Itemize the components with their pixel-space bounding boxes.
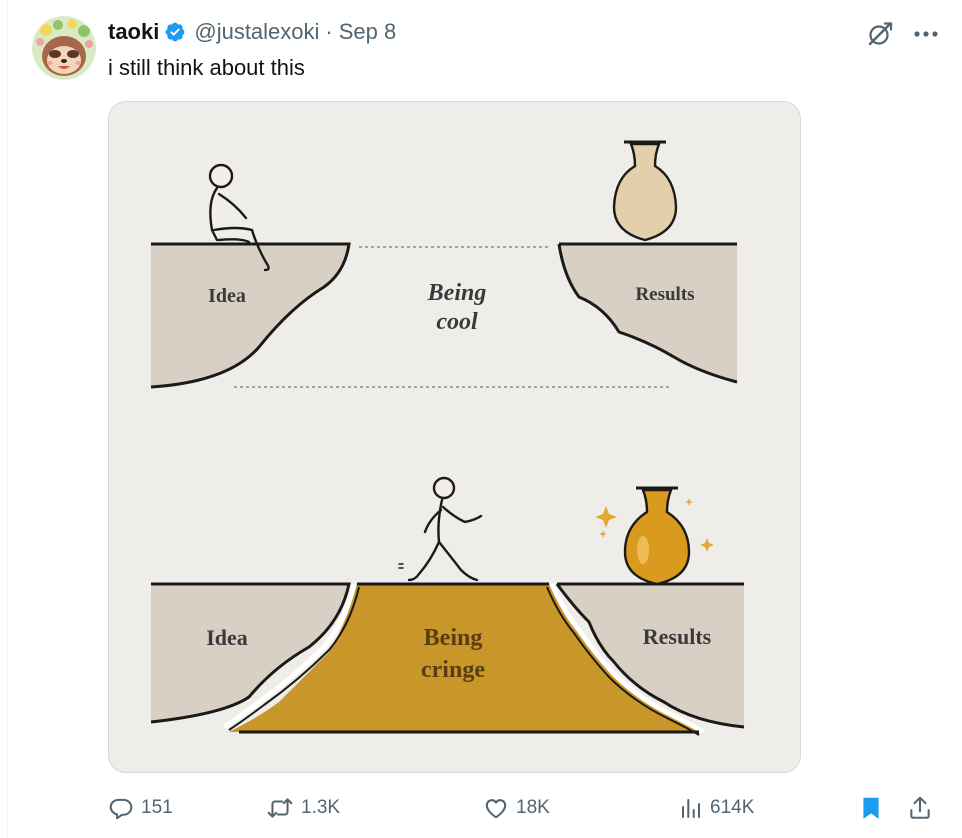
plain-vase (612, 140, 678, 242)
repost-icon (266, 795, 294, 821)
like-button[interactable]: 18K (483, 790, 550, 826)
avatar-image (32, 16, 96, 80)
reply-button[interactable]: 151 (108, 790, 173, 826)
top-idea-label: Idea (208, 285, 246, 307)
tweet-header: taoki @justalexoki · Sep 8 (108, 17, 396, 47)
tweet-actions: 151 1.3K 18K (108, 790, 948, 826)
golden-vase (595, 486, 714, 586)
bottom-middle-label-2: cringe (421, 657, 485, 683)
views-icon (679, 796, 703, 820)
repost-button[interactable]: 1.3K (266, 790, 340, 826)
walking-figure (398, 476, 483, 582)
heart-icon (483, 795, 509, 821)
bottom-results-label: Results (643, 624, 712, 649)
avatar[interactable] (32, 16, 96, 80)
views-button[interactable]: 614K (679, 790, 754, 826)
more-icon[interactable] (912, 20, 940, 48)
bookmark-icon (859, 795, 883, 821)
display-name[interactable]: taoki (108, 19, 160, 44)
grok-icon[interactable] (866, 20, 894, 48)
tweet-date[interactable]: Sep 8 (338, 19, 397, 44)
sitting-figure (208, 163, 270, 272)
author-handle[interactable]: @justalexoki (194, 19, 320, 44)
bottom-idea-label: Idea (206, 625, 248, 650)
bottom-middle-label-1: Being (424, 625, 483, 651)
bottom-panel: Idea Being cringe Results (150, 476, 745, 736)
like-count: 18K (516, 797, 550, 818)
illustration: Idea Being cool Results (109, 102, 800, 772)
timeline-border (7, 0, 8, 838)
top-panel: Idea Being cool Results (150, 140, 738, 389)
bookmark-button[interactable] (859, 790, 883, 826)
tweet-text: i still think about this (108, 55, 305, 80)
share-button[interactable] (908, 790, 932, 826)
tweet-top-actions (866, 20, 940, 48)
separator-dot: · (325, 19, 333, 44)
repost-count: 1.3K (301, 797, 341, 818)
tweet-image[interactable]: Idea Being cool Results (108, 101, 801, 773)
top-middle-label-1: Being (427, 280, 487, 306)
reply-count: 151 (141, 797, 173, 818)
top-middle-label-2: cool (436, 309, 478, 335)
views-count: 614K (710, 797, 755, 818)
top-results-label: Results (635, 284, 694, 305)
share-icon (908, 795, 932, 821)
reply-icon (108, 795, 134, 821)
verified-badge-icon[interactable] (164, 21, 186, 43)
